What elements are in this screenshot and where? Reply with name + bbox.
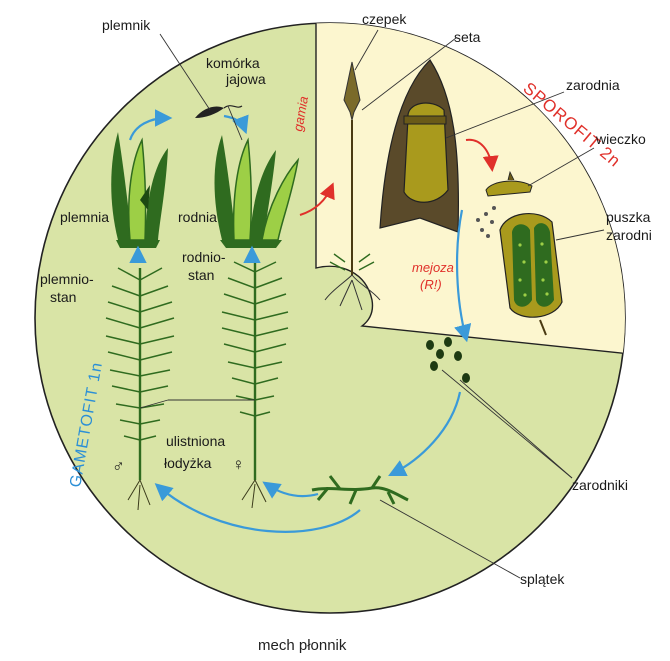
label-rodnia: rodnia [178,209,217,225]
label-plemniostan-2: stan [50,289,76,305]
label-plemnia: plemnia [60,209,109,225]
label-zarodnia: zarodnia [566,77,620,93]
meiosis-label-1: mejoza [412,260,454,275]
label-plemnik: plemnik [102,17,151,33]
meiosis-label-2: (R!) [420,277,442,292]
label-ulistniona-lodyzka-2: łodyżka [164,455,212,471]
male-symbol: ♂ [112,457,125,476]
label-zarodniki: zarodniki [572,477,628,493]
label-rodniostan-2: stan [188,267,214,283]
caption: mech płonnik [258,637,347,654]
label-splatek: splątek [520,571,565,587]
label-czepek: czepek [362,11,407,27]
label-plemniostan-1: plemnio- [40,271,94,287]
label-puszka-zarodni-2: zarodni [606,227,652,243]
label-komorka-jajowa-1: komórka [206,55,260,71]
label-seta: seta [454,29,481,45]
label-rodniostan-1: rodnio- [182,249,226,265]
label-komorka-jajowa-2: jajowa [225,71,266,87]
label-ulistniona-lodyzka-1: ulistniona [166,433,225,449]
female-symbol: ♀ [232,455,245,474]
label-puszka-zarodni-1: puszka [606,209,651,225]
label-wieczko: wieczko [595,131,646,147]
